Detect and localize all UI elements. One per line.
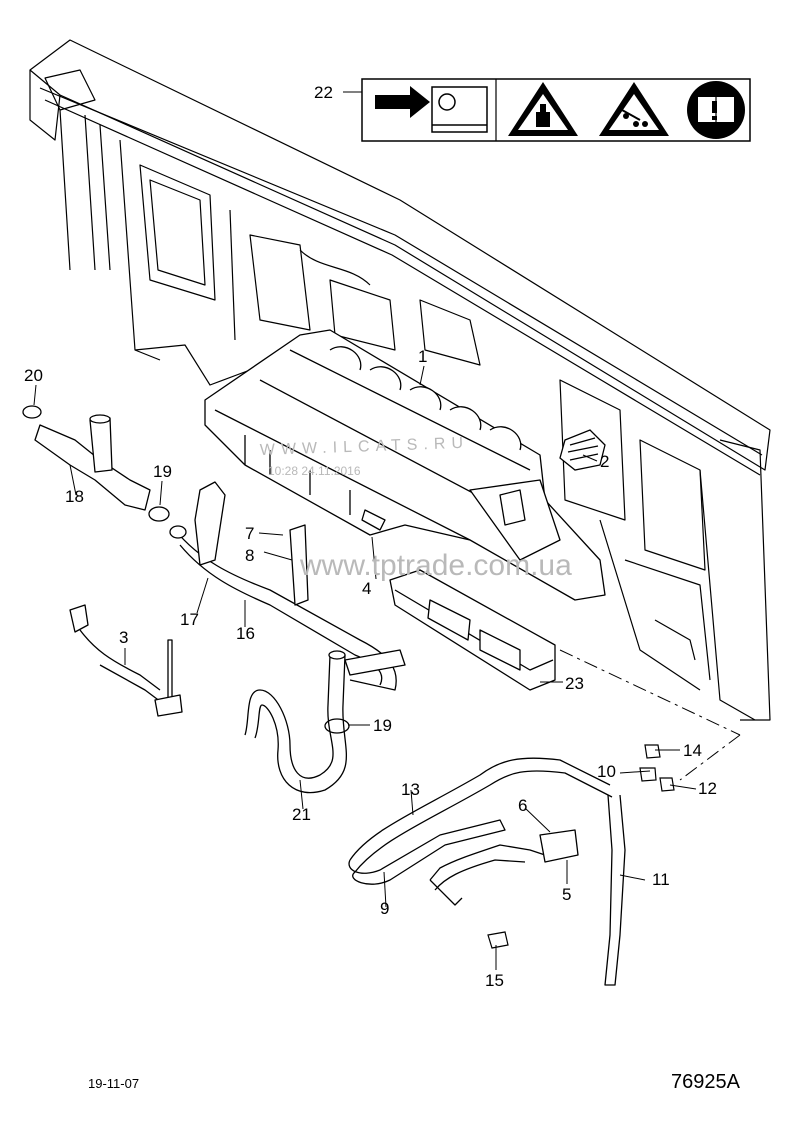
callout-23: 23 — [565, 674, 584, 693]
callout-8: 8 — [245, 546, 254, 565]
expansion-tank — [204, 329, 606, 601]
warning-hot-coolant-icon — [508, 82, 578, 136]
callout-9: 9 — [380, 899, 389, 918]
warning-person-icon — [599, 82, 669, 136]
callout-6: 6 — [518, 796, 527, 815]
callout-10: 10 — [597, 762, 616, 781]
callout-1: 1 — [418, 347, 427, 366]
fittings — [487, 744, 675, 949]
hose-set — [348, 757, 626, 986]
callout-12: 12 — [698, 779, 717, 798]
callout-18: 18 — [65, 487, 84, 506]
callout-14: 14 — [683, 741, 702, 760]
callout-2: 2 — [600, 452, 609, 471]
callout-19-top: 19 — [153, 462, 172, 481]
callout-7: 7 — [245, 524, 254, 543]
watermark-stamp: 10:28 24.11.2016 — [268, 464, 361, 478]
warning-label-strip — [361, 78, 751, 142]
watermark-store: www.tptrade.com.ua — [299, 549, 572, 582]
callout-11: 11 — [652, 870, 670, 889]
callout-13: 13 — [401, 780, 420, 799]
manual-book-icon — [687, 81, 745, 139]
tank-bracket — [389, 569, 556, 691]
level-sensor — [69, 604, 183, 717]
callout-21: 21 — [292, 805, 311, 824]
callout-15: 15 — [485, 971, 504, 990]
arrow-icon — [375, 86, 430, 118]
filler-cap — [559, 429, 606, 471]
callout-5: 5 — [562, 885, 571, 904]
diagram-date: 19-11-07 — [88, 1076, 140, 1091]
callout-3: 3 — [119, 628, 128, 647]
hose-18 — [34, 414, 151, 511]
callout-20: 20 — [24, 366, 43, 385]
callout-19-bottom: 19 — [373, 716, 392, 735]
coolant-pipe — [169, 481, 406, 691]
callout-17: 17 — [180, 610, 199, 629]
hose-21 — [244, 650, 347, 794]
cab-back-panel — [29, 39, 771, 721]
callout-16: 16 — [236, 624, 255, 643]
assembly-guide-lines — [559, 649, 741, 781]
filler-cap-icon — [431, 86, 488, 133]
diagram-code: 76925A — [671, 1071, 740, 1093]
callout-22: 22 — [314, 83, 333, 102]
callout-4: 4 — [362, 579, 371, 598]
leader-lines — [33, 91, 697, 970]
